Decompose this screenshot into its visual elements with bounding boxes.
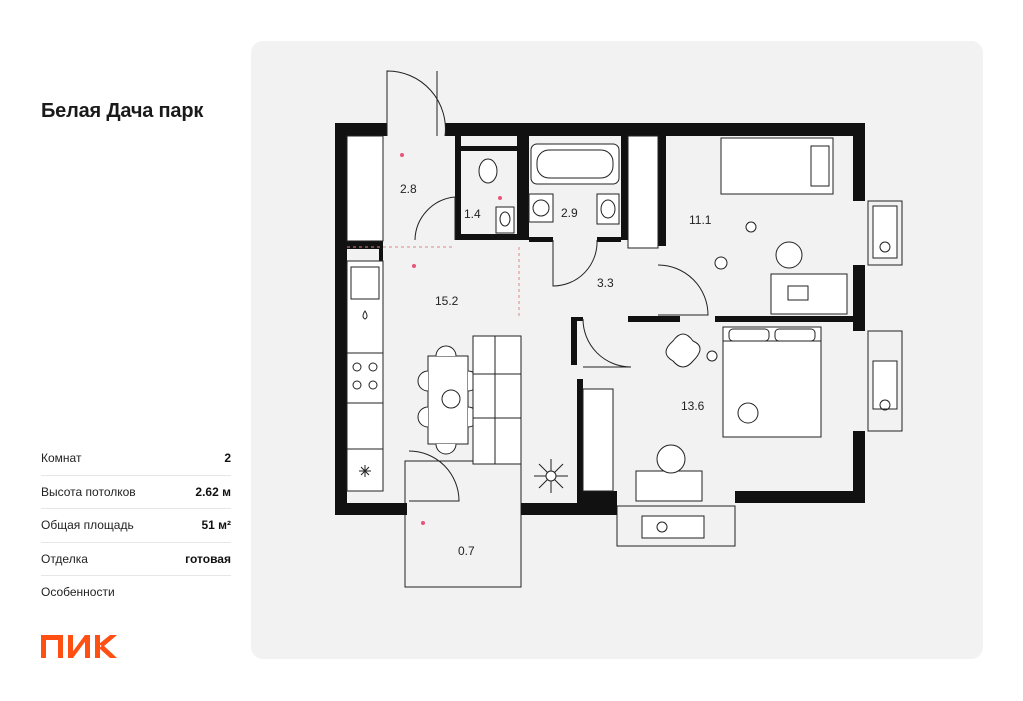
spec-label: Отделка xyxy=(41,551,88,566)
window-balcony-frame xyxy=(867,200,903,266)
spec-label: Комнат xyxy=(41,451,82,466)
plant-bedroom-icon xyxy=(665,333,701,368)
project-title: Белая Дача парк xyxy=(41,100,204,122)
spec-row-features: Особенности xyxy=(41,576,231,609)
spec-value: готовая xyxy=(185,551,231,566)
dining-table xyxy=(417,345,479,455)
spec-label: Общая площадь xyxy=(41,518,134,533)
spec-row-total-area: Общая площадь 51 м² xyxy=(41,509,231,543)
room-area-large-bedroom: 13.6 xyxy=(681,399,705,413)
walls xyxy=(335,123,865,515)
spec-row-finish: Отделка готовая xyxy=(41,543,231,576)
desk xyxy=(770,273,848,315)
room-area-kitchen-living: 15.2 xyxy=(435,294,459,308)
balcony-frame xyxy=(404,460,522,588)
spec-value: 2 xyxy=(224,451,231,466)
desk-large xyxy=(635,470,703,502)
bed-large xyxy=(722,326,822,438)
room-area-bathroom: 2.9 xyxy=(561,206,578,220)
room-area-balcony: 0.7 xyxy=(458,544,475,558)
window-balcony-frame xyxy=(867,330,903,432)
wardrobe-large xyxy=(582,388,614,492)
apartment-specs: Комнат 2 Высота потолков 2.62 м Общая пл… xyxy=(41,442,231,609)
sofa xyxy=(472,335,522,465)
spec-label: Высота потолков xyxy=(41,484,136,499)
room-area-small-bedroom: 11.1 xyxy=(689,213,712,227)
floor-plan: 2.8 1.4 2.9 11.1 3.3 15.2 13.6 0.7 xyxy=(335,70,903,588)
toilet-icon xyxy=(478,158,498,184)
room-area-corridor: 3.3 xyxy=(597,276,614,290)
window-balcony-frame xyxy=(616,505,736,547)
plant-icon xyxy=(534,459,568,493)
spec-value: 2.62 м xyxy=(195,484,231,499)
room-area-hall: 2.8 xyxy=(400,182,417,196)
spec-value: 51 м² xyxy=(201,518,231,533)
wardrobe xyxy=(627,135,659,249)
spec-row-ceiling-height: Высота потолков 2.62 м xyxy=(41,476,231,509)
entrance-door xyxy=(386,70,446,137)
room-area-toilet: 1.4 xyxy=(464,207,481,221)
spec-row-rooms: Комнат 2 xyxy=(41,442,231,476)
spec-label: Особенности xyxy=(41,585,115,600)
pik-logo[interactable] xyxy=(40,633,120,661)
